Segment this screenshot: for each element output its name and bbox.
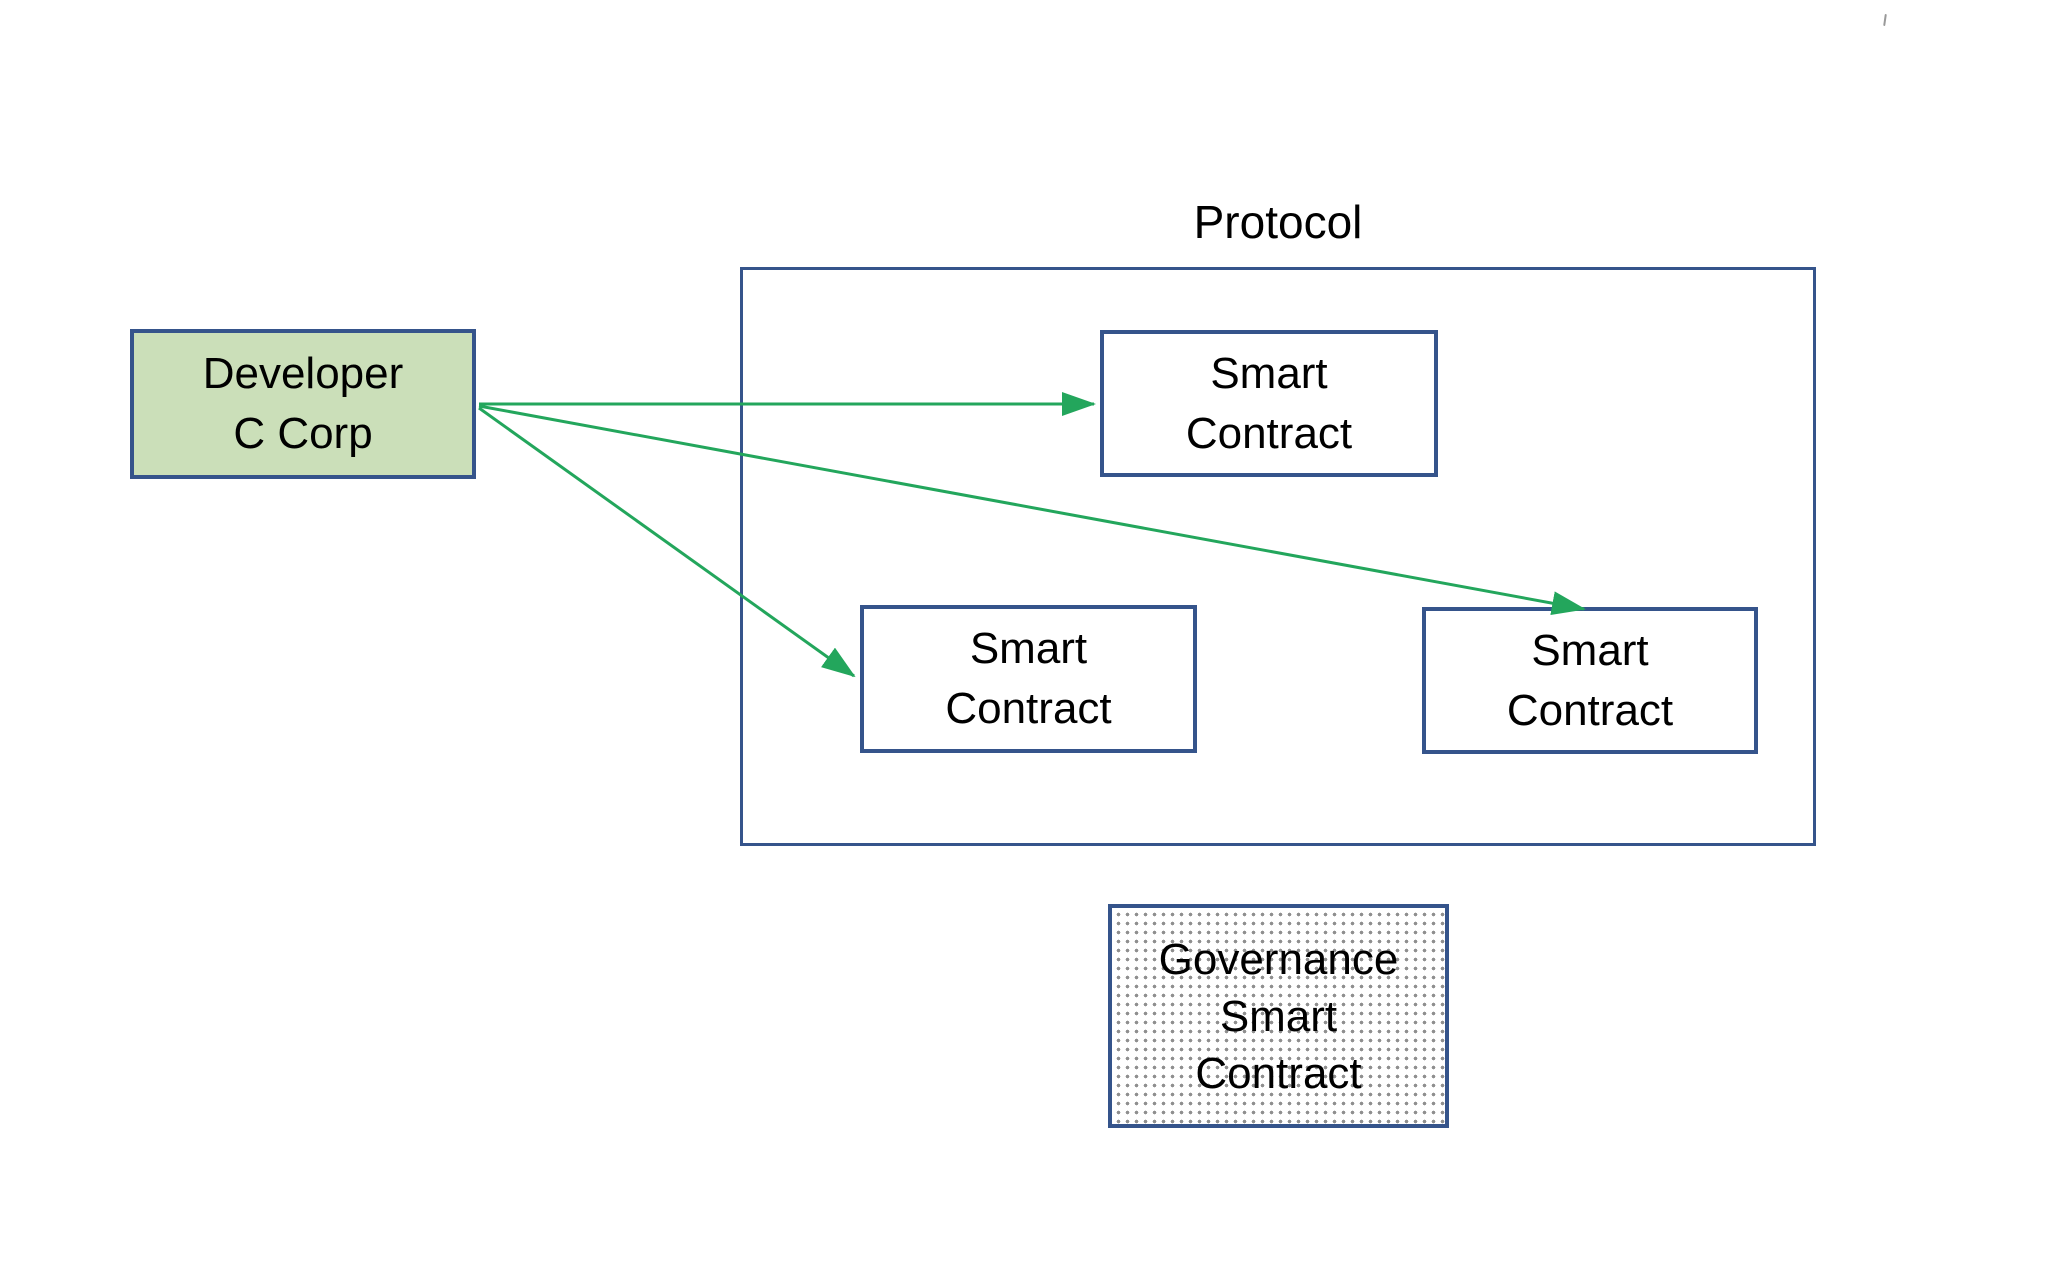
developer-c-corp-node: Developer C Corp [130,329,476,479]
smart-contract-right-label-line2: Contract [1506,685,1674,735]
governance-smart-contract-node: Governance Smart Contract [1108,904,1449,1128]
smart-contract-top-label-line1: Smart [1210,348,1328,398]
smart-contract-left-node: Smart Contract [860,605,1197,753]
developer-label-line1: Developer [202,349,404,398]
governance-label-line2: Smart [1219,991,1338,1041]
developer-label-line2: C Corp [233,409,373,458]
governance-label-line1: Governance [1158,934,1399,984]
governance-label-line3: Contract [1195,1048,1362,1098]
smart-contract-top-node: Smart Contract [1100,330,1438,477]
protocol-label: Protocol [1193,196,1363,248]
smart-contract-right-node: Smart Contract [1422,607,1758,754]
stray-tick-mark [1883,13,1887,27]
smart-contract-right-label-line1: Smart [1531,625,1649,675]
smart-contract-left-label-line2: Contract [945,684,1112,733]
smart-contract-left-label-line1: Smart [969,624,1088,673]
smart-contract-top-label-line2: Contract [1185,408,1353,458]
